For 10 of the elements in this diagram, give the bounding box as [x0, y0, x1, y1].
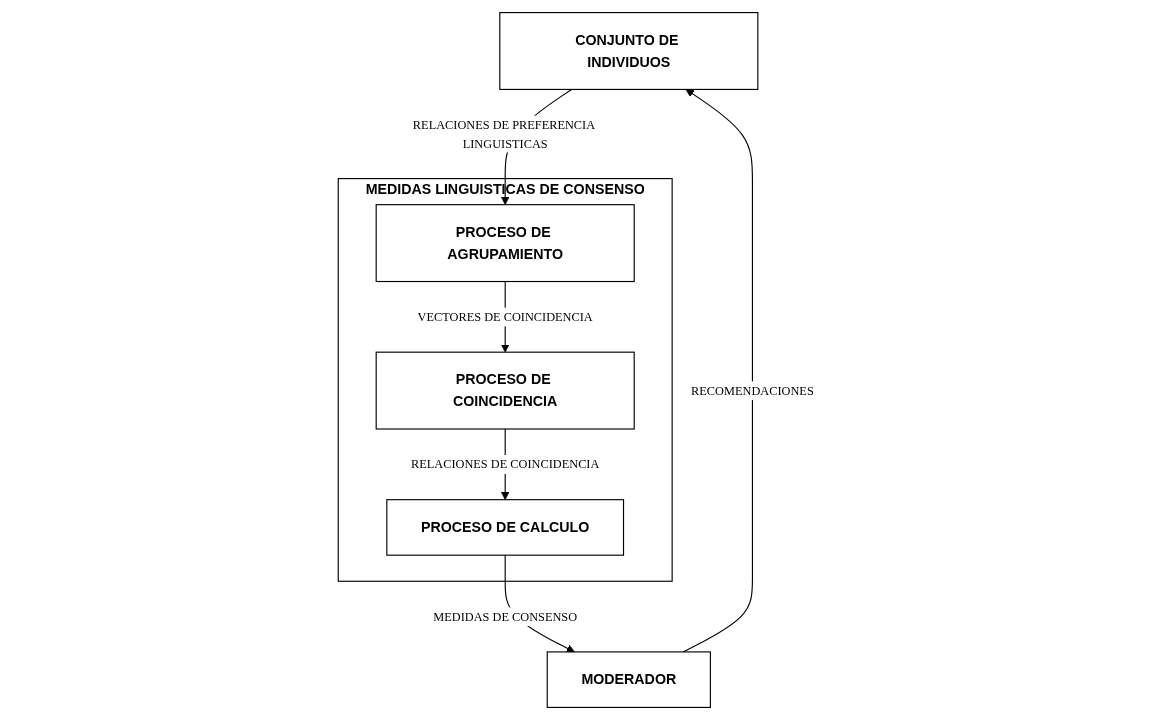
node-box: MODERADOR: [546, 651, 711, 708]
node-box: PROCESO DE COINCIDENCIA: [375, 351, 635, 430]
edge-label: VECTORES DE COINCIDENCIA: [417, 309, 593, 324]
edge-label: RELACIONES DE PREFERENCIA LINGUISTICAS: [412, 117, 595, 151]
node-box: CONJUNTO DE INDIVIDUOS: [499, 12, 759, 90]
edge-label: RECOMENDACIONES: [691, 383, 814, 398]
node-box: PROCESO DE CALCULO: [386, 499, 625, 556]
edge-label: RELACIONES DE COINCIDENCIA: [410, 456, 600, 472]
node-box: PROCESO DE AGRUPAMIENTO: [375, 204, 635, 283]
edge-label: MEDIDAS DE CONSENSO: [433, 609, 578, 624]
